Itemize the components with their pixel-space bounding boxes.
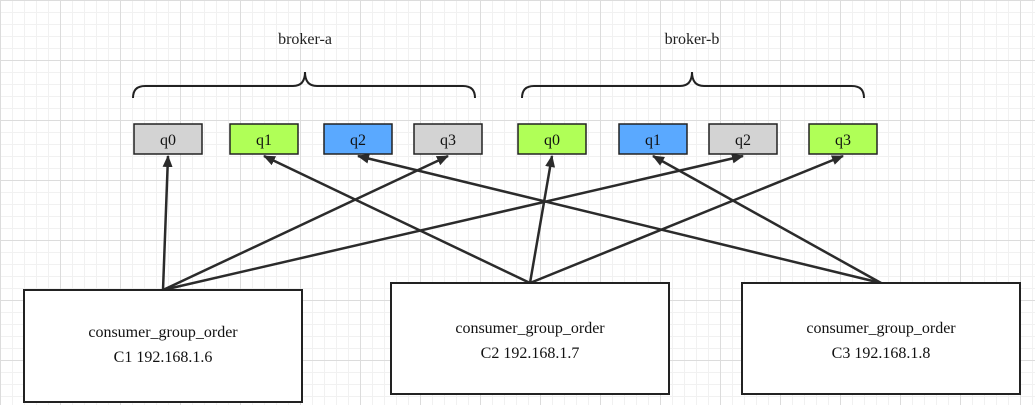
queue-label: q2 bbox=[350, 132, 366, 149]
queue-box bbox=[323, 123, 393, 155]
consumer-group-label: consumer_group_order bbox=[88, 324, 238, 341]
queue-label: q3 bbox=[440, 132, 456, 149]
broker-a-queue-q0: q0 bbox=[133, 123, 203, 155]
consumer-box bbox=[741, 282, 1021, 395]
queue-box bbox=[413, 123, 483, 155]
consumer-id-label: C3 192.168.1.8 bbox=[832, 345, 931, 362]
queue-label: q0 bbox=[160, 132, 176, 149]
queue-label: q2 bbox=[735, 132, 751, 149]
broker-a-group: broker-a q0 q1 q2 q3 bbox=[132, 31, 483, 155]
consumer-box bbox=[390, 282, 670, 395]
consumer-c3: consumer_group_order C3 192.168.1.8 bbox=[741, 282, 1021, 395]
consumer-group-label: consumer_group_order bbox=[806, 320, 956, 337]
consumer-box bbox=[23, 289, 303, 403]
consumer-c1: consumer_group_order C1 192.168.1.6 bbox=[23, 289, 303, 403]
broker-b-label: broker-b bbox=[665, 31, 720, 48]
broker-b-queue-q1: q1 bbox=[618, 123, 688, 155]
queue-box bbox=[517, 123, 587, 155]
assignment-arrow bbox=[357, 153, 882, 285]
queue-label: q1 bbox=[645, 132, 661, 149]
broker-b-group: broker-b q0 q1 q2 q3 bbox=[517, 31, 878, 155]
broker-a-brace bbox=[132, 71, 476, 99]
broker-b-queue-q2: q2 bbox=[708, 123, 778, 155]
broker-b-queue-q0: q0 bbox=[517, 123, 587, 155]
broker-b-brace bbox=[521, 71, 865, 99]
consumer-group-label: consumer_group_order bbox=[455, 320, 605, 337]
assignment-arrows bbox=[161, 153, 882, 292]
broker-b-queue-q3: q3 bbox=[808, 123, 878, 155]
assignment-arrow bbox=[528, 155, 556, 284]
broker-a-queue-q1: q1 bbox=[229, 123, 299, 155]
assignment-arrow bbox=[162, 154, 449, 292]
queue-box bbox=[229, 123, 299, 155]
queue-label: q1 bbox=[256, 132, 272, 149]
broker-a-queue-q2: q2 bbox=[323, 123, 393, 155]
assignment-arrow bbox=[162, 153, 744, 292]
assignment-arrow bbox=[161, 155, 173, 291]
queue-box bbox=[808, 123, 878, 155]
queue-box bbox=[708, 123, 778, 155]
assignment-arrow bbox=[529, 154, 844, 285]
queue-label: q3 bbox=[835, 132, 851, 149]
consumer-id-label: C2 192.168.1.7 bbox=[481, 345, 580, 362]
consumer-id-label: C1 192.168.1.6 bbox=[114, 349, 213, 366]
consumer-c2: consumer_group_order C2 192.168.1.7 bbox=[390, 282, 670, 395]
assignment-arrow bbox=[263, 154, 531, 285]
queue-label: q0 bbox=[544, 132, 560, 149]
queue-box bbox=[618, 123, 688, 155]
broker-a-queue-q3: q3 bbox=[413, 123, 483, 155]
assignment-arrow bbox=[652, 154, 882, 285]
queue-box bbox=[133, 123, 203, 155]
broker-a-label: broker-a bbox=[278, 31, 332, 48]
